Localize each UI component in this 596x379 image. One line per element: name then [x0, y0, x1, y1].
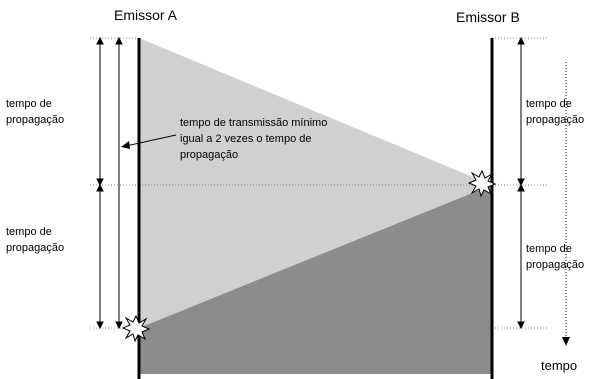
annotation-line2: igual a 2 vezes o tempo de — [180, 133, 311, 145]
collision-b-icon — [467, 169, 497, 198]
dotted-guides — [90, 37, 548, 329]
right-lower-label-line2: propagação — [526, 259, 584, 271]
annotation-line1: tempo de transmissão mínimo — [180, 117, 327, 129]
left-upper-label-line1: tempo de — [6, 98, 52, 110]
annotation-pointer — [121, 134, 177, 149]
transmission-region-dark — [139, 185, 492, 374]
left-lower-label-line1: tempo de — [6, 226, 52, 238]
time-axis — [562, 62, 570, 346]
time-axis-arrowhead — [562, 337, 570, 346]
time-axis-label: tempo — [541, 358, 577, 373]
emitter-a-label: Emissor A — [114, 7, 178, 23]
right-arrows — [517, 36, 525, 330]
emitter-b-label: Emissor B — [456, 9, 520, 25]
left-arrows — [96, 36, 123, 330]
annotation-line3: propagação — [180, 149, 238, 161]
right-upper-label-line2: propagação — [526, 114, 584, 126]
transmission-region-light — [139, 38, 492, 328]
collision-a-icon — [121, 314, 151, 343]
left-upper-label-line2: propagação — [6, 114, 64, 126]
right-lower-label-line1: tempo de — [526, 243, 572, 255]
right-upper-label-line1: tempo de — [526, 98, 572, 110]
left-lower-label-line2: propagação — [6, 242, 64, 254]
